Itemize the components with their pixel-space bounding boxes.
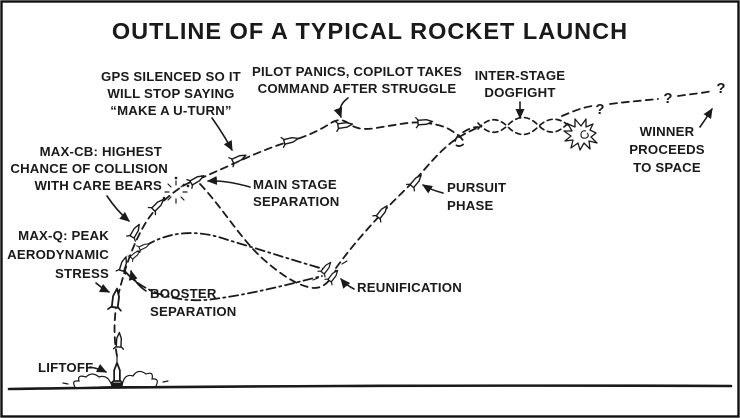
upper-stage-trajectory — [198, 119, 479, 180]
reunification-label: REUNIFICATION — [357, 280, 462, 295]
booster-separation-label: SEPARATION — [150, 304, 237, 319]
reunification-burst-icon — [312, 260, 349, 286]
rocket-icon — [125, 221, 145, 242]
maxq-label: AERODYNAMIC — [7, 247, 109, 262]
question-mark: ? — [595, 101, 604, 118]
booster-loop-b — [123, 269, 323, 302]
main-stage-separation-arrow — [206, 176, 251, 188]
liftoff-arrow — [89, 363, 108, 373]
dogfight-braid-path-1 — [477, 118, 569, 136]
annotation-arrows — [89, 97, 713, 373]
pilot-panics-label: COMMAND AFTER STRUGGLE — [258, 81, 457, 96]
winner-arrow — [699, 108, 713, 128]
booster-separation-arrow — [128, 269, 147, 292]
pursuit-arrow — [422, 184, 444, 194]
pursuit-label: PURSUIT — [447, 180, 506, 195]
rocket-icon — [107, 286, 125, 312]
main-stage-separation-label: SEPARATION — [253, 194, 340, 209]
gps-label: GPS SILENCED SO IT — [101, 69, 241, 84]
rocket-icon — [280, 132, 301, 148]
main-stage-separation-label: MAIN STAGE — [253, 177, 337, 192]
page-title: OUTLINE OF A TYPICAL ROCKET LAUNCH — [112, 18, 628, 44]
rocket-icon — [109, 362, 125, 385]
winner-label: PROCEEDS — [629, 142, 705, 157]
maxq-label: STRESS — [55, 266, 109, 281]
winner-label: TO SPACE — [633, 160, 701, 175]
winner-trajectory — [561, 90, 713, 117]
annotation-labels: GPS SILENCED SO IT WILL STOP SAYING “MAK… — [7, 64, 705, 375]
rocket-icon — [406, 171, 426, 192]
maxcb-label: MAX-CB: HIGHEST — [40, 144, 162, 159]
maxcb-label: WITH CARE BEARS — [34, 178, 162, 193]
rocket-icon — [186, 170, 207, 190]
liftoff-label: LIFTOFF — [38, 360, 93, 375]
maxcb-label: CHANCE OF COLLISION — [10, 161, 168, 176]
booster-separation-label: BOOSTER — [150, 286, 217, 301]
dogfight-label: INTER-STAGE — [475, 68, 566, 83]
maxq-label: MAX-Q: PEAK — [18, 228, 109, 243]
question-mark: ? — [663, 90, 672, 107]
launch-pad — [99, 382, 137, 387]
rocket-icon — [414, 115, 434, 129]
separation-burst-icon — [162, 176, 190, 204]
pursuit-trajectory — [335, 127, 478, 269]
ground-line — [7, 384, 733, 391]
pilot-panics-label: PILOT PANICS, COPILOT TAKES — [252, 64, 462, 79]
smoke-cloud — [62, 356, 169, 388]
pursuit-label: PHASE — [447, 198, 493, 213]
explosion-icon — [563, 118, 598, 151]
reunification-arrow — [340, 278, 355, 290]
gps-arrow — [211, 117, 233, 151]
dogfight-label: DOGFIGHT — [484, 85, 555, 100]
main-stage-descent-trajectory — [199, 183, 337, 289]
question-mark: ? — [716, 80, 725, 97]
maxq-arrow — [95, 282, 111, 293]
ascent-trajectory — [113, 178, 200, 357]
dogfight-braid-path-2 — [477, 116, 571, 134]
winner-label: WINNER — [640, 124, 695, 139]
gps-label: “MAKE A U-TURN” — [110, 103, 231, 118]
pilot-panics-arrow — [333, 97, 349, 119]
maxcb-arrow — [106, 195, 130, 222]
gps-label: WILL STOP SAYING — [107, 86, 234, 101]
booster-loop-a — [130, 232, 325, 270]
